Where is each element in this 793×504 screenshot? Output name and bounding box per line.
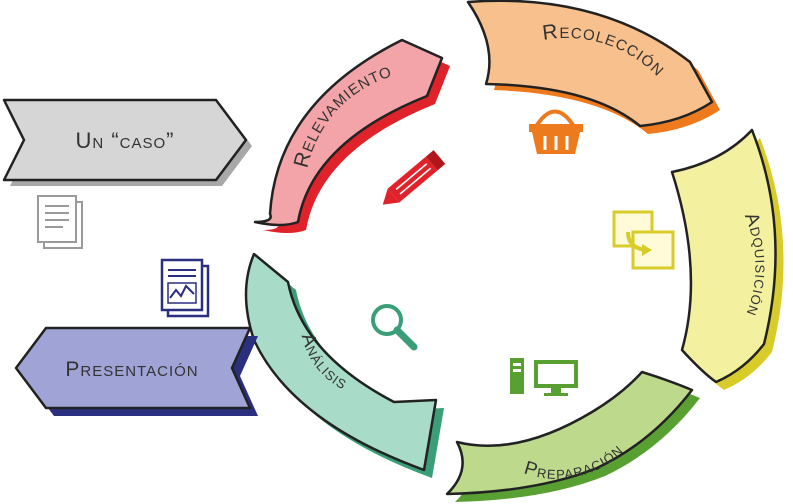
presentacion-label: Presentación xyxy=(65,358,198,381)
stage-preparacion: Preparación xyxy=(445,370,700,502)
stage-adquisicion: Adquisición xyxy=(670,128,784,390)
magnifier-icon xyxy=(371,304,418,351)
recoleccion-arrow xyxy=(466,0,714,128)
side-presentacion: Presentación xyxy=(14,326,258,416)
stage-analisis: Análisis xyxy=(244,252,444,478)
computer-icon xyxy=(510,358,578,396)
basket-icon xyxy=(529,109,583,154)
un-caso-label: Un “caso” xyxy=(76,128,175,153)
preparacion-arrow xyxy=(445,370,694,496)
adquisicion-arrow xyxy=(670,128,777,384)
pencil-icon xyxy=(382,150,446,205)
side-un-caso: Un “caso” xyxy=(2,98,252,186)
un-caso-arrow xyxy=(2,98,248,182)
stage-relevamiento: Relevamiento xyxy=(253,38,450,233)
stage-recoleccion: Recolección xyxy=(466,0,720,135)
presentacion-arrow xyxy=(14,326,252,410)
relevamiento-arrow xyxy=(253,38,444,227)
transfer-icon xyxy=(612,210,675,270)
report-chart-icon xyxy=(160,258,210,318)
document-icon xyxy=(37,195,83,249)
analisis-arrow xyxy=(244,252,438,472)
